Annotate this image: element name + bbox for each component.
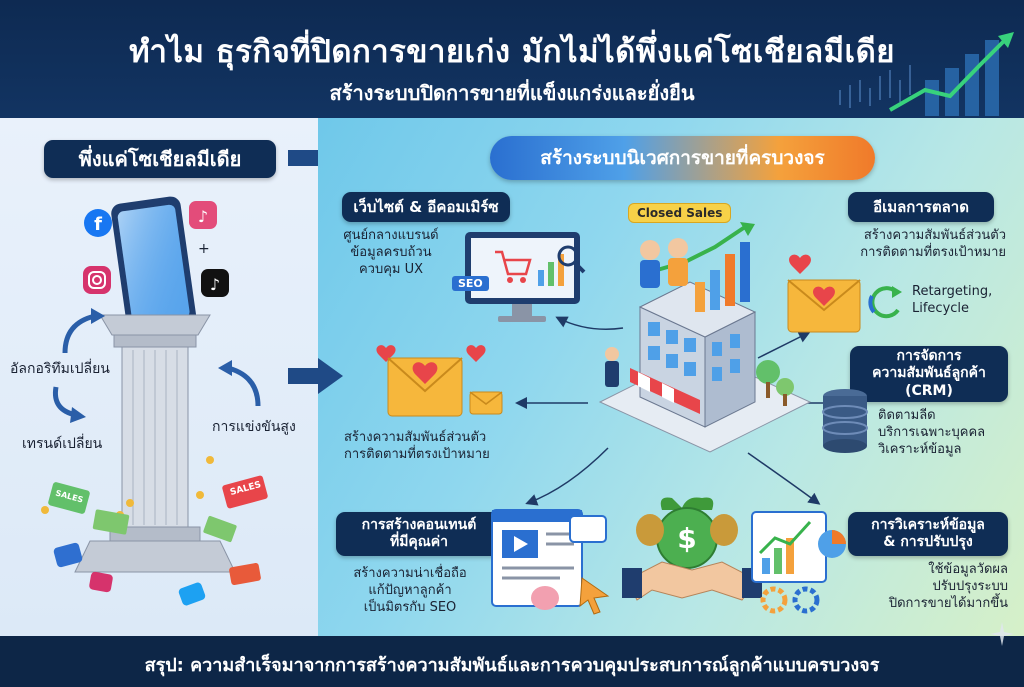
analytics-line: ปิดการขายได้มากขึ้น xyxy=(888,595,1008,611)
retargeting-text: Retargeting, Lifecycle xyxy=(912,284,992,318)
connector-arrows xyxy=(515,316,846,506)
crm-title-line: (CRM) xyxy=(905,382,953,399)
footer-summary: สรุป: ความสำเร็จมาจากการสร้างความสัมพันธ… xyxy=(144,655,880,676)
analytics-title-line: & การปรับปรุง xyxy=(883,534,973,550)
content-page-icon xyxy=(491,509,610,615)
svg-text:f: f xyxy=(94,214,102,235)
facebook-icon: f xyxy=(84,209,112,237)
refresh-cycle-icon xyxy=(868,286,902,319)
analytics-title-line: การวิเคราะห์ข้อมูล xyxy=(871,516,985,533)
crm-desc: ติดตามลีด บริการเฉพาะบุคคล วิเคราะห์ข้อม… xyxy=(878,408,985,459)
envelope-heart-icon xyxy=(787,254,861,333)
tiktok-icon: ♪ xyxy=(201,269,229,297)
content-line: สร้างความน่าเชื่อถือ xyxy=(353,566,467,581)
crm-title-line: การจัดการ xyxy=(896,347,962,364)
email-line: การติดตามที่ตรงเป้าหมาย xyxy=(860,244,1006,260)
mid-left-desc: สร้างความสัมพันธ์ส่วนตัว การติดตามที่ตรง… xyxy=(344,430,490,464)
crm-title: การจัดการ ความสัมพันธ์ลูกค้า (CRM) xyxy=(850,346,1008,402)
label-trend: เทรนด์เปลี่ยน xyxy=(22,436,103,452)
envelope-heart-icon xyxy=(376,345,503,417)
analytics-chart-icon xyxy=(751,511,846,614)
growth-chart-icon xyxy=(839,32,1014,116)
website-line: ข้อมูลครบถ้วน xyxy=(350,244,432,260)
email-desc: สร้างความสัมพันธ์ส่วนตัว การติดตามที่ตรง… xyxy=(800,228,1006,262)
email-title: อีเมลการตลาด xyxy=(848,192,994,222)
label-algorithm: อัลกอริทึมเปลี่ยน xyxy=(10,361,110,377)
content-title: การสร้างคอนเทนต์ ที่มีคุณค่า xyxy=(336,512,502,556)
website-desc: ศูนย์กลางแบรนด์ ข้อมูลครบถ้วน ควบคุม UX xyxy=(326,228,456,279)
page-title: ทำไม ธุรกิจที่ปิดการขายเก่ง มักไม่ได้พึ่… xyxy=(129,34,895,70)
seo-tag-label: SEO xyxy=(458,277,483,290)
crm-line: วิเคราะห์ข้อมูล xyxy=(878,441,962,457)
website-title: เว็บไซต์ & อีคอมเมิร์ซ xyxy=(342,192,510,222)
retarget-line: Lifecycle xyxy=(912,300,970,316)
analytics-title: การวิเคราะห์ข้อมูล & การปรับปรุง xyxy=(848,512,1008,556)
arrow-right-icon xyxy=(288,358,343,394)
curved-arrow-icon xyxy=(52,386,86,423)
analytics-desc: ใช้ข้อมูลวัดผล ปรับปรุงระบบ ปิดการขายได้… xyxy=(840,562,1008,613)
content-title-line: ที่มีคุณค่า xyxy=(389,534,449,550)
instagram-icon xyxy=(83,266,111,294)
header-banner: ทำไม ธุรกิจที่ปิดการขายเก่ง มักไม่ได้พึ่… xyxy=(0,0,1024,118)
content-desc: สร้างความน่าเชื่อถือ แก้ปัญหาลูกค้า เป็น… xyxy=(340,566,480,617)
coins-icon xyxy=(41,456,261,606)
monitor-cart-icon xyxy=(465,232,586,322)
website-title-label: เว็บไซต์ & อีคอมเมิร์ซ xyxy=(353,197,499,216)
left-heading-label: พึ่งแค่โซเชียลมีเดีย xyxy=(78,146,242,171)
sale-tag-icon xyxy=(222,475,268,509)
closed-sales-badge: Closed Sales xyxy=(628,203,732,223)
database-icon xyxy=(822,389,868,453)
tiktok-icon: ♪ xyxy=(189,201,217,229)
retarget-line: Retargeting, xyxy=(912,284,993,299)
website-line: ศูนย์กลางแบรนด์ xyxy=(343,228,439,243)
footer-banner: สรุป: ความสำเร็จมาจากการสร้างความสัมพันธ… xyxy=(0,622,1024,687)
curved-arrow-icon xyxy=(218,360,261,407)
dollar-bill-icon xyxy=(92,509,130,535)
content-title-line: การสร้างคอนเทนต์ xyxy=(361,516,477,533)
crm-line: บริการเฉพาะบุคคล xyxy=(878,424,986,440)
page-subtitle: สร้างระบบปิดการขายที่แข็งแกร่งและยั่งยืน xyxy=(329,81,695,105)
curved-arrow-icon xyxy=(62,308,105,354)
email-line: สร้างความสัมพันธ์ส่วนตัว xyxy=(863,228,1006,243)
pillar-illustration xyxy=(74,196,236,573)
analytics-line: ปรับปรุงระบบ xyxy=(932,578,1008,594)
sales-building-illustration xyxy=(598,222,812,453)
website-line: ควบคุม UX xyxy=(358,261,424,277)
handshake-money-icon: $ xyxy=(622,497,762,601)
crm-title-line: ความสัมพันธ์ลูกค้า xyxy=(872,365,986,382)
analytics-line: ใช้ข้อมูลวัดผล xyxy=(928,562,1008,577)
label-competition: การแข่งขันสูง xyxy=(212,419,296,435)
right-heading-label: สร้างระบบนิเวศการขายที่ครบวงจร xyxy=(540,147,825,169)
sparkle-icon xyxy=(990,622,1014,646)
content-line: เป็นมิตรกับ SEO xyxy=(363,599,457,615)
plus-sign: + xyxy=(198,241,210,257)
seo-tag: SEO xyxy=(452,276,489,291)
sales-tag-icon xyxy=(48,482,90,514)
svg-text:$: $ xyxy=(677,522,696,555)
crm-line: ติดตามลีด xyxy=(878,408,936,423)
content-line: แก้ปัญหาลูกค้า xyxy=(368,582,452,598)
left-heading: พึ่งแค่โซเชียลมีเดีย xyxy=(44,140,276,178)
email-title-label: อีเมลการตลาด xyxy=(873,197,969,216)
mid-left-line: สร้างความสัมพันธ์ส่วนตัว xyxy=(344,430,487,445)
right-heading: สร้างระบบนิเวศการขายที่ครบวงจร xyxy=(490,136,875,180)
svg-text:♪: ♪ xyxy=(210,275,220,294)
mid-left-line: การติดตามที่ตรงเป้าหมาย xyxy=(344,446,490,462)
svg-text:♪: ♪ xyxy=(198,207,208,226)
